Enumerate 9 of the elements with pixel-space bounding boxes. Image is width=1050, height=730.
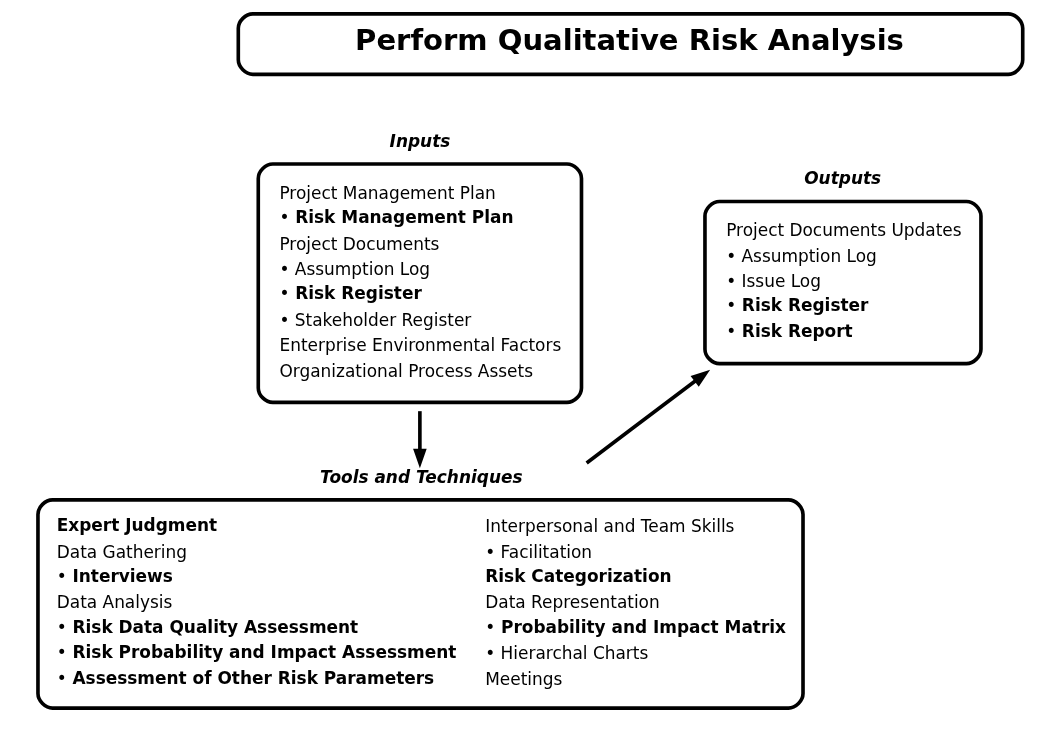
arrow — [412, 410, 427, 468]
node-box: Expert Judgment Data Gathering • Interviews Data Analysis • Risk Data Quality Assessment • Risk Probability and Impact Assessment • Assessment of Other Risk Parameters Interpersonal and Team Skills • Facilitation Risk Categorization Data Representation • Probability and Impact Matrix • Hierarchal Charts Meetings — [35, 497, 805, 710]
arrow — [585, 369, 710, 464]
node-label: Tools and Techniques — [319, 466, 523, 487]
node-label: Outputs — [803, 167, 881, 188]
node-label: Inputs — [389, 130, 450, 151]
node-box: Project Management Plan • Risk Management Plan Project Documents • Assumption Log • Risk Register • Stakeholder Register Enterprise Environmental Factors Organizational Process Assets — [255, 161, 583, 404]
node-box: Perform Qualitative Risk Analysis — [236, 11, 1025, 76]
node-box: Project Documents Updates • Assumption Log • Issue Log • Risk Register • Risk Report — [702, 199, 983, 365]
